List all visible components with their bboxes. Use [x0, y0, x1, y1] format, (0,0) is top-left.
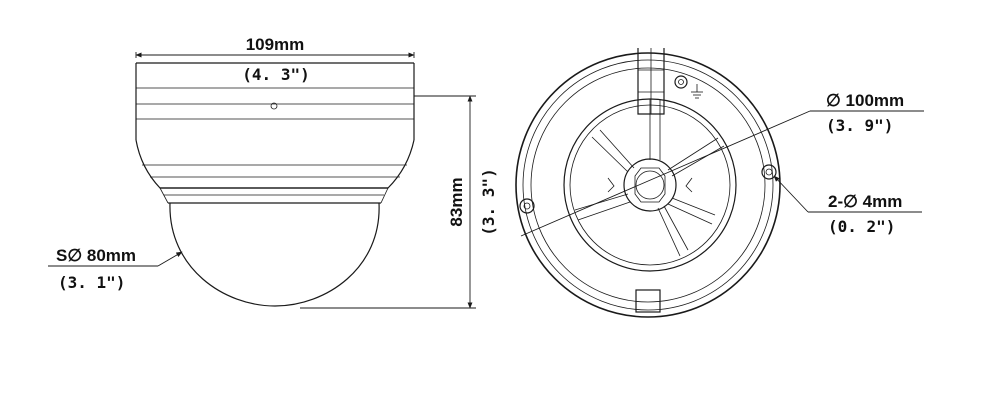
camera-housing-side [135, 62, 415, 204]
dome-bubble [169, 202, 380, 307]
central-hub [607, 158, 693, 212]
side-view: 109mm (4. 3") 83mm (3. 3") S∅ 80mm (3. 1… [48, 35, 498, 309]
top-view: ∅ 100mm (3. 9") 2-∅ 4mm (0. 2") [515, 48, 924, 318]
dome-mm-label: S∅ 80mm [56, 246, 136, 265]
height-dimension: 83mm (3. 3") [300, 95, 498, 309]
diameter-mm-label: ∅ 100mm [826, 91, 904, 110]
cable-slot-bottom [635, 289, 661, 313]
hole-dimension-leader: 2-∅ 4mm (0. 2") [773, 175, 922, 236]
cable-slot-top [637, 48, 665, 115]
holes-in-label: (0. 2") [828, 217, 895, 236]
height-mm-label: 83mm [447, 177, 466, 226]
screw-hole-left [519, 198, 535, 214]
inner-mount-spokes [563, 98, 737, 272]
screw-hole-top [674, 75, 688, 89]
dome-dimension-leader: S∅ 80mm (3. 1") [48, 246, 183, 292]
height-in-label: (3. 3") [479, 168, 498, 235]
diameter-in-label: (3. 9") [826, 116, 893, 135]
width-dimension: 109mm (4. 3") [135, 35, 415, 84]
holes-mm-label: 2-∅ 4mm [828, 192, 902, 211]
dome-in-label: (3. 1") [58, 273, 125, 292]
width-in-label: (4. 3") [242, 65, 309, 84]
ground-symbol [691, 84, 703, 99]
diameter-dimension: ∅ 100mm (3. 9") [520, 91, 924, 237]
mount-base-outline [515, 52, 781, 318]
screw-hole-right [761, 164, 777, 180]
width-mm-label: 109mm [246, 35, 305, 54]
